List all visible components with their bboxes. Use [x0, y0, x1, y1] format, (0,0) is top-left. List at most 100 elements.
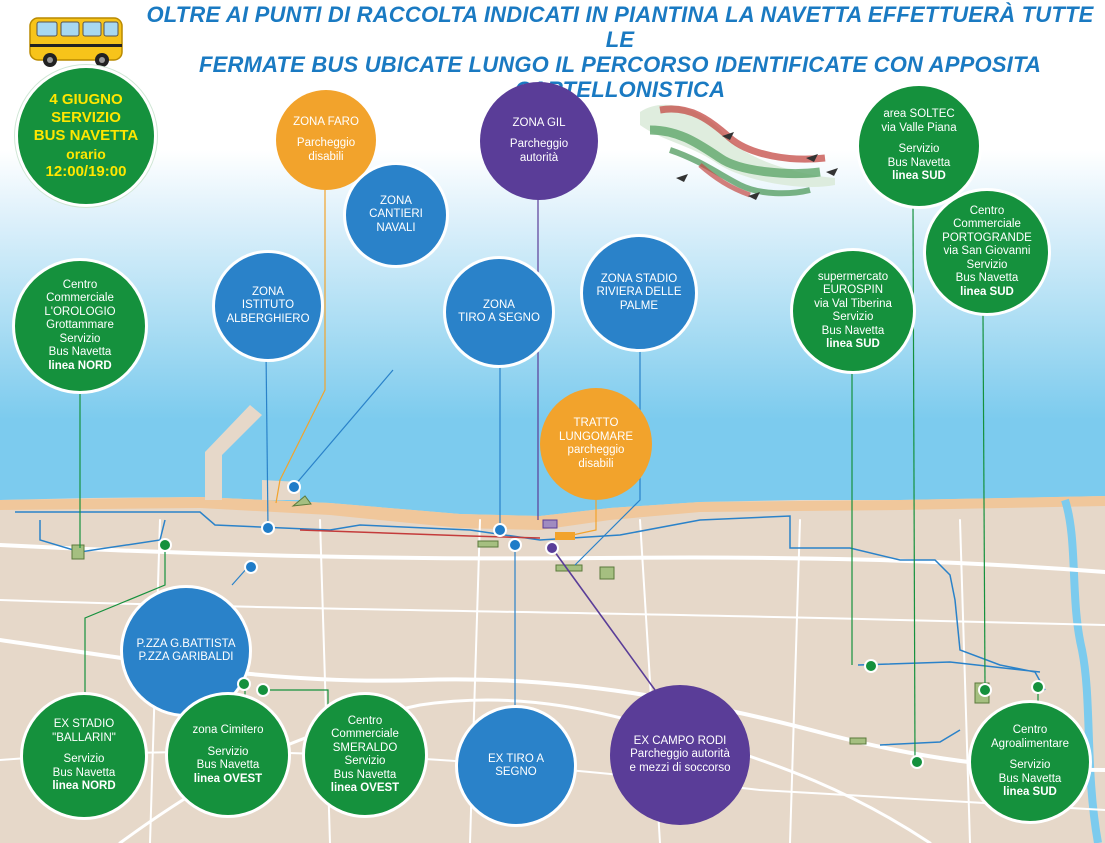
headline-line-2: FERMATE BUS UBICATE LUNGO IL PERCORSO ID… [198, 52, 1042, 102]
parking-gil [542, 519, 558, 529]
label: linea SUD [892, 170, 946, 183]
label: LUNGOMARE [558, 430, 634, 443]
label: Grottammare [46, 319, 114, 332]
circle-ex-stadio-ballarin: EX STADIO "BALLARIN" Servizio Bus Navett… [20, 692, 148, 820]
label: ZONA [252, 285, 284, 298]
label: Bus Navetta [998, 772, 1062, 785]
label: TIRO A SEGNO [458, 312, 540, 324]
label: L'OROLOGIO [44, 305, 116, 318]
label: via Valle Piana [881, 121, 957, 134]
label: Centro [347, 714, 383, 727]
circle-cc-portogrande: Centro Commerciale PORTOGRANDE via San G… [923, 188, 1051, 316]
circle-area-soltec: area SOLTEC via Valle Piana Servizio Bus… [856, 83, 982, 209]
label: Centro [1012, 724, 1048, 737]
stop-dot-agroalimentare [1031, 680, 1045, 694]
headline: OLTRE AI PUNTI DI RACCOLTA INDICATI IN P… [140, 2, 1100, 102]
label: Bus Navetta [887, 156, 951, 169]
stop-dot-eurospin [864, 659, 878, 673]
circle-eurospin: supermercato EUROSPIN via Val Tiberina S… [790, 248, 916, 374]
circle-zona-tiro-a-segno: ZONA TIRO A SEGNO [443, 256, 555, 368]
label: P.ZZA G.BATTISTA [136, 637, 236, 650]
label: P.ZZA GARIBALDI [138, 651, 234, 663]
label: Centro [62, 278, 98, 291]
label: PALME [619, 299, 659, 312]
river [1061, 498, 1102, 843]
label: EX CAMPO RODI [633, 734, 727, 747]
headline-line-1: OLTRE AI PUNTI DI RACCOLTA INDICATI IN P… [146, 2, 1094, 52]
label: Commerciale [953, 218, 1021, 231]
badge-bus: BUS NAVETTA [33, 127, 139, 144]
label: Bus Navetta [52, 766, 116, 779]
label: linea OVEST [330, 782, 400, 794]
stop-dot-soltec [910, 755, 924, 769]
label: "BALLARIN" [52, 731, 116, 744]
circle-cc-orologio: Centro Commerciale L'OROLOGIO Grottammar… [12, 258, 148, 394]
badge-orario: orario [66, 146, 106, 162]
circle-tratto-lungomare: TRATTO LUNGOMARE parcheggio disabili [540, 388, 652, 500]
label: Bus Navetta [196, 759, 260, 771]
label: linea SUD [826, 338, 880, 350]
label: e mezzi di soccorso [629, 761, 731, 774]
circle-zona-faro: ZONA FARO Parcheggio disabili [276, 90, 376, 190]
label: Bus Navetta [821, 324, 885, 337]
stop-dot-alberghiero [261, 521, 275, 535]
label: linea NORD [52, 780, 116, 793]
label: EX STADIO [53, 718, 115, 731]
label: SMERALDO [332, 741, 398, 754]
beach-strip [0, 496, 1105, 530]
label: ZONA GIL [512, 116, 566, 129]
label: Bus Navetta [48, 346, 112, 359]
circle-zona-stadio: ZONA STADIO RIVIERA DELLE PALME [580, 234, 698, 352]
school-bus-icon [29, 17, 123, 67]
label: Parcheggio [296, 137, 356, 150]
label: NAVALI [376, 221, 416, 234]
bus-route-line [15, 511, 1046, 746]
label: area SOLTEC [883, 108, 955, 121]
circle-centro-agroalimentare: Centro Agroalimentare Servizio Bus Navet… [968, 700, 1092, 824]
stop-dot-smeraldo [256, 683, 270, 697]
shuttle-service-badge: 4 GIUGNO SERVIZIO BUS NAVETTA orario 12:… [15, 65, 157, 207]
stop-dot-ex-tiro [508, 538, 522, 552]
label: Centro [969, 204, 1005, 217]
label: Bus Navetta [333, 768, 397, 781]
label: via San Giovanni [943, 245, 1031, 258]
label: EX TIRO A SEGNO [487, 752, 545, 779]
badge-date: 4 GIUGNO [49, 91, 123, 108]
circle-zona-cantieri-navali: ZONA CANTIERI NAVALI [343, 162, 449, 268]
label: ZONA STADIO [600, 272, 678, 285]
label: TRATTO [573, 417, 619, 429]
label: Servizio [966, 258, 1008, 271]
circle-zona-istituto-alberghiero: ZONA ISTITUTO ALBERGHIERO [212, 250, 324, 362]
label: Commerciale [46, 292, 114, 305]
label: autorità [519, 151, 559, 164]
label: Servizio [1009, 759, 1051, 772]
stop-dot-campo-rodi [545, 541, 559, 555]
circle-cc-smeraldo: Centro Commerciale SMERALDO Servizio Bus… [302, 692, 428, 818]
label: EUROSPIN [822, 284, 884, 296]
label: disabili [578, 457, 614, 470]
circle-zona-gil: ZONA GIL Parcheggio autorità [480, 82, 598, 200]
circle-ex-tiro-a-segno: EX TIRO A SEGNO [455, 705, 577, 827]
label: supermercato [817, 270, 889, 283]
label: CANTIERI [369, 208, 423, 221]
stop-dot-tiro [493, 523, 507, 537]
label: ALBERGHIERO [226, 312, 310, 325]
stop-dot-cantieri [287, 480, 301, 494]
badge-service: SERVIZIO [51, 109, 121, 126]
label: zona Cimitero [192, 724, 264, 736]
stop-dot-portogrande [978, 683, 992, 697]
label: ISTITUTO [241, 299, 295, 312]
label: Servizio [832, 311, 874, 323]
stop-dot-ballarin [158, 538, 172, 552]
label: Servizio [207, 745, 249, 758]
connectors [79, 185, 1039, 761]
label: Agroalimentare [991, 737, 1069, 750]
label: Servizio [898, 143, 940, 156]
stop-dot-cimitero [237, 677, 251, 691]
label: Parcheggio [509, 138, 569, 151]
label: linea NORD [48, 359, 112, 372]
red-promenade [299, 529, 541, 539]
stop-dot-piazza [244, 560, 258, 574]
label: Parcheggio autorità [630, 748, 730, 761]
